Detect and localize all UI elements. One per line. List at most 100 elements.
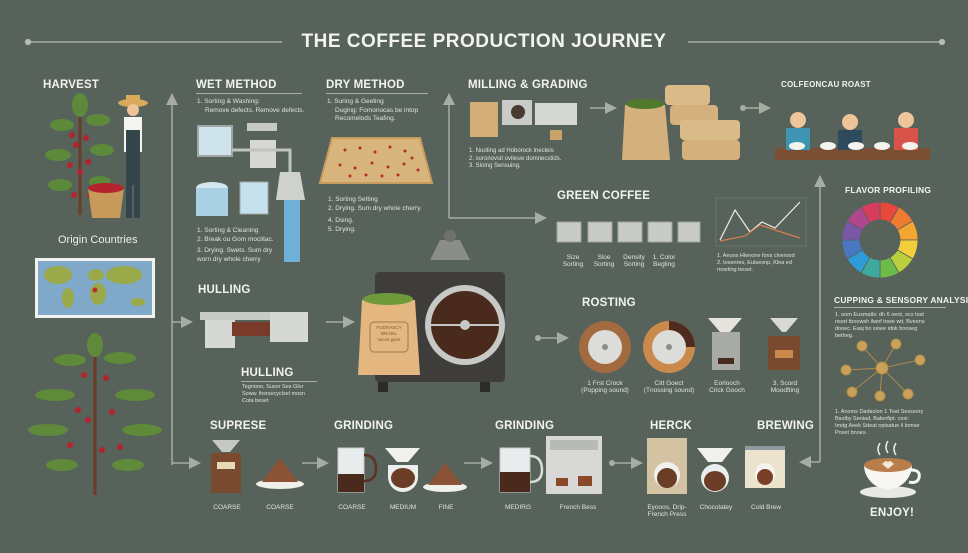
text-line: Sloe (597, 254, 611, 261)
roasting-heading: ROSTING (582, 297, 636, 309)
text-line: 3. Drying. Swets. Sum dry (197, 247, 273, 254)
hulling-machine (200, 312, 308, 348)
cupping-bottom-text: 1. Anoms Dadacion 1 Toat Sesssory Bsolby… (835, 409, 923, 437)
text-line: nsort tboowsh ilwof towe wit, Bveens (835, 319, 925, 325)
text-line: French Press (647, 511, 687, 518)
text-line: moeting beset. (717, 267, 754, 273)
text-line: dooec. Easj bo sioee idok bonseg (835, 326, 918, 332)
text-line: 2. Break ou Gom moclitac. (197, 235, 274, 243)
text-line: sacos ppos (377, 337, 401, 342)
text-line: 1. Nuoting ad Hoborock lnecleis (469, 148, 554, 154)
text-line: Tegnooo, Susor Ses Glor (242, 384, 304, 390)
wet-method-heading: WET METHOD (196, 79, 302, 94)
dry-method-heading: DRY METHOD (326, 79, 428, 94)
brewing-heading: BREWING (757, 420, 814, 432)
text-line: FOORASCY (376, 325, 402, 330)
brewing-equipment (211, 436, 785, 494)
text-line: Recomelods Teafing. (335, 115, 396, 122)
text-line: Citt Goect (654, 380, 684, 387)
text-line: Sorting (593, 261, 615, 268)
milling-text: 1. Nuoting ad Hoborock lnecleis 2. soron… (469, 148, 561, 171)
coffee-tree-illustration (28, 333, 162, 495)
text-line: Density (623, 254, 645, 261)
roast-level-discs (579, 321, 695, 373)
world-map (35, 258, 155, 318)
text-line: 2. Drying. Sum dry whole cherry. (328, 204, 422, 212)
text-line: Cota beset (242, 398, 269, 404)
text-line: 5. Drying. (328, 225, 356, 233)
suprese-heading: SUPRESE (210, 420, 267, 432)
text-line: Moodfting (770, 387, 800, 394)
text-line: Sowa: ihsrsecyclsel mosn (242, 391, 305, 397)
cupping-roast-heading: COLFEONCAU ROAST (781, 80, 871, 89)
wet-method-bottom-text: 1. Sorting & Cleaning 2. Break ou Gom mo… (197, 227, 274, 264)
text-line: worn dry whole cherry (197, 255, 261, 263)
roast-profile-chart (715, 197, 807, 247)
bag-label: FOORASCY BRASIL sacos ppos (376, 325, 401, 343)
flow-connectors (166, 93, 826, 469)
text-line: 1. oom Eusmatls: dh 6 oent, ocs tost (835, 312, 924, 318)
cupping-table-illustration (775, 112, 930, 160)
text-line: betheg. (835, 333, 854, 339)
grind-label: MEDIRG (505, 504, 531, 511)
text-line: 1. Suring & Geeting (327, 98, 384, 105)
brew-label: Chocolatey (699, 504, 733, 511)
text-line: Bsolby Seniad, Balenfipt. cosi: (835, 416, 909, 422)
text-line: BRASIL (380, 331, 398, 336)
text-line: Sorting (623, 261, 645, 268)
flavor-wheel (841, 201, 919, 279)
cupping-top-text: 1. oom Eusmatls: dh 6 oent, ocs tost nso… (835, 312, 925, 340)
brew-label: Eyooos, Drip-French Press (647, 504, 686, 518)
text-line: Crick Gooch (709, 387, 745, 394)
text-line: 3. Scord (772, 380, 798, 387)
text-line: (Tnossing sound) (643, 387, 695, 394)
roast-chart-text: 1. Aeuns Hlenone fons clverood 2. tosenr… (717, 253, 795, 274)
text-line: (Popping sound) (581, 387, 629, 394)
text-line: 2. soronovsit ovilesw domnecstids. (469, 155, 562, 162)
text-line: 1. Anoms Dadacion 1 Toat Sesssory (835, 409, 924, 415)
hulling-text: Tegnooo, Susor Ses Glor Sowa: ihsrsecycl… (242, 384, 305, 405)
origin-countries-label: Origin Countries (58, 234, 138, 246)
text-line: Poset bnoes. (835, 430, 868, 436)
milling-grading-heading: MILLING & GRADING (468, 79, 588, 91)
text-line: 1. Sorting Setting (328, 196, 378, 203)
grinding-heading: GRINDING (334, 420, 394, 432)
green-coffee-bags (622, 85, 740, 160)
harvest-heading: HARVEST (43, 79, 100, 91)
green-coffee-sorting-stations (556, 221, 701, 243)
wet-method-top-text: 1. Sorting & Washing: Remove defects. Re… (197, 98, 304, 115)
herck-heading: HERCK (650, 420, 692, 432)
text-line: Eyooos, Drip- (647, 504, 687, 511)
cupping-heading: CUPPING & SENSORY ANALYSIS (834, 295, 968, 308)
text-line: Sorting (562, 261, 584, 268)
farmer-illustration (88, 95, 148, 218)
brew-label: Cold Brew (751, 504, 781, 511)
green-coffee-heading: GREEN COFFEE (557, 190, 651, 202)
grind-label: COARSE (338, 504, 366, 511)
dry-method-top-text: 1. Suring & Geeting Duging: Fomonocas be… (327, 98, 418, 124)
text-line: Remove defects. Remove defects. (205, 106, 305, 114)
grind-label: FINE (438, 504, 454, 511)
enjoy-label: ENJOY! (870, 507, 915, 519)
milling-machine (470, 100, 577, 140)
text-line: 1. Sorting & Washing: (197, 98, 260, 105)
text-line: Duging: Fomonocas be intop (335, 106, 419, 114)
page-title: THE COFFEE PRODUCTION JOURNEY (301, 31, 667, 52)
text-line: 1. Color (652, 254, 676, 261)
grind-label: COARSE (266, 504, 294, 511)
grind-label: COARSE (213, 504, 241, 511)
grind-label: MEDIUM (389, 504, 417, 511)
roast-stage-label: Citt Goect(Tnossing sound) (644, 380, 694, 394)
latte-cup-icon (860, 440, 921, 498)
title-rules (24, 38, 946, 46)
grinding-heading-2: GRINDING (495, 420, 555, 432)
grind-label: French Bess (559, 504, 597, 511)
hulling-heading-secondary: HULLING (241, 367, 317, 382)
